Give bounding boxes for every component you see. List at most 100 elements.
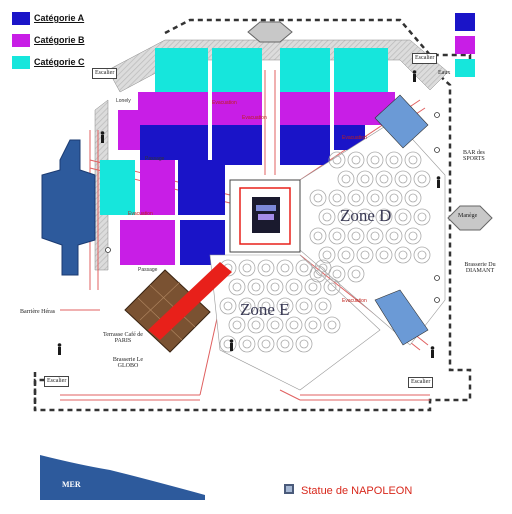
evacuation-label: Evacuation xyxy=(342,298,367,304)
standing-circle-inner xyxy=(360,174,370,184)
standing-circle xyxy=(323,316,341,334)
standing-circle xyxy=(228,316,246,334)
standing-circle xyxy=(337,246,355,264)
standing-circle xyxy=(238,259,256,277)
standing-circle xyxy=(337,170,355,188)
standing-circle-inner xyxy=(341,212,351,222)
evacuation-label: Evacuation xyxy=(212,100,237,106)
standing-circle-inner xyxy=(308,320,318,330)
standing-circle xyxy=(385,227,403,245)
standing-circle-inner xyxy=(379,212,389,222)
standing-circle-inner xyxy=(261,339,271,349)
standing-circle xyxy=(328,151,346,169)
standing-circle xyxy=(309,265,327,283)
evacuation-label: Evacuation xyxy=(128,211,153,217)
sea xyxy=(40,455,205,500)
standing-circle xyxy=(285,316,303,334)
standing-circle xyxy=(257,259,275,277)
standing-circle-inner xyxy=(251,282,261,292)
standing-circle-inner xyxy=(351,231,361,241)
standing-circle-inner xyxy=(280,301,290,311)
standing-circle-inner xyxy=(389,155,399,165)
legend-label-cat-b: Catégorie B xyxy=(34,35,85,45)
standing-circle-inner xyxy=(327,320,337,330)
label-eaux: Eaux xyxy=(438,70,451,76)
evacuation-ramp xyxy=(148,262,232,340)
standing-circle xyxy=(266,316,284,334)
light-markers xyxy=(105,112,440,303)
standing-circle xyxy=(347,151,365,169)
legend-swatches xyxy=(12,12,475,77)
standing-circle xyxy=(276,297,294,315)
standing-circle-inner xyxy=(299,301,309,311)
standing-circle-inner xyxy=(313,231,323,241)
standing-circle-inner xyxy=(308,282,318,292)
standing-circle xyxy=(347,227,365,245)
statue-caption: Statue de NAPOLEON xyxy=(301,485,413,497)
standing-circle-inner xyxy=(332,231,342,241)
standing-circle-inner xyxy=(242,339,252,349)
standing-circle xyxy=(366,227,384,245)
standing-circle-inner xyxy=(351,155,361,165)
standing-circle xyxy=(328,189,346,207)
standing-circle xyxy=(356,208,374,226)
standing-circle-inner xyxy=(341,250,351,260)
standing-circle xyxy=(413,246,431,264)
standing-circle xyxy=(394,246,412,264)
standing-circle xyxy=(347,189,365,207)
standing-circle xyxy=(347,265,365,283)
standing-circle-inner xyxy=(270,320,280,330)
standing-circle xyxy=(257,297,275,315)
standing-circle-inner xyxy=(332,193,342,203)
standing-circle xyxy=(228,278,246,296)
central-stage xyxy=(229,179,301,253)
standing-circle xyxy=(375,208,393,226)
standing-circle xyxy=(385,189,403,207)
standing-circle-inner xyxy=(232,282,242,292)
bar-stands xyxy=(374,94,429,346)
standing-circle-inner xyxy=(280,339,290,349)
standing-circle-inner xyxy=(408,231,418,241)
label-escalier-top-left: Escalier xyxy=(92,68,118,79)
standing-circle-inner xyxy=(370,231,380,241)
standing-circle xyxy=(247,278,265,296)
label-bar-sports: BAR des SPORTS xyxy=(463,150,485,162)
passage-label: Passage xyxy=(138,267,158,273)
standing-circle xyxy=(404,227,422,245)
standing-circle-inner xyxy=(351,193,361,203)
label-terrasse-paris: Terrasse Café de PARIS xyxy=(103,332,143,344)
standing-circle xyxy=(318,208,336,226)
standing-circle xyxy=(304,316,322,334)
standing-circle xyxy=(285,278,303,296)
label-escalier-top-right: Escalier xyxy=(412,53,438,64)
standing-circle-inner xyxy=(280,263,290,273)
standing-circle xyxy=(328,227,346,245)
standing-circle-inner xyxy=(232,320,242,330)
standing-circle-inner xyxy=(417,250,427,260)
standing-circle xyxy=(314,259,332,277)
security-figures xyxy=(57,70,441,358)
evacuation-label: Evacuation xyxy=(242,115,267,121)
standing-circle-inner xyxy=(289,282,299,292)
standing-circle xyxy=(266,278,284,296)
seating-category-b xyxy=(118,92,395,265)
standing-circle xyxy=(404,189,422,207)
standing-circle-inner xyxy=(417,174,427,184)
seating-category-a xyxy=(140,125,365,265)
sea-label: MER xyxy=(62,480,81,489)
standing-circle-inner xyxy=(242,263,252,273)
standing-circle xyxy=(295,297,313,315)
hexagon-structures xyxy=(247,21,493,231)
standing-circle-inner xyxy=(341,174,351,184)
legend-label-cat-a: Catégorie A xyxy=(34,13,85,23)
standing-circle-inner xyxy=(261,263,271,273)
zone-e-label: Zone E xyxy=(240,300,290,319)
standing-circle xyxy=(375,170,393,188)
standing-circle xyxy=(304,278,322,296)
label-escalier-bottom-left: Escalier xyxy=(44,376,70,387)
standing-circle xyxy=(356,170,374,188)
standing-circle-inner xyxy=(370,155,380,165)
standing-circle-inner xyxy=(322,212,332,222)
perimeter-dashed-line xyxy=(33,18,472,412)
